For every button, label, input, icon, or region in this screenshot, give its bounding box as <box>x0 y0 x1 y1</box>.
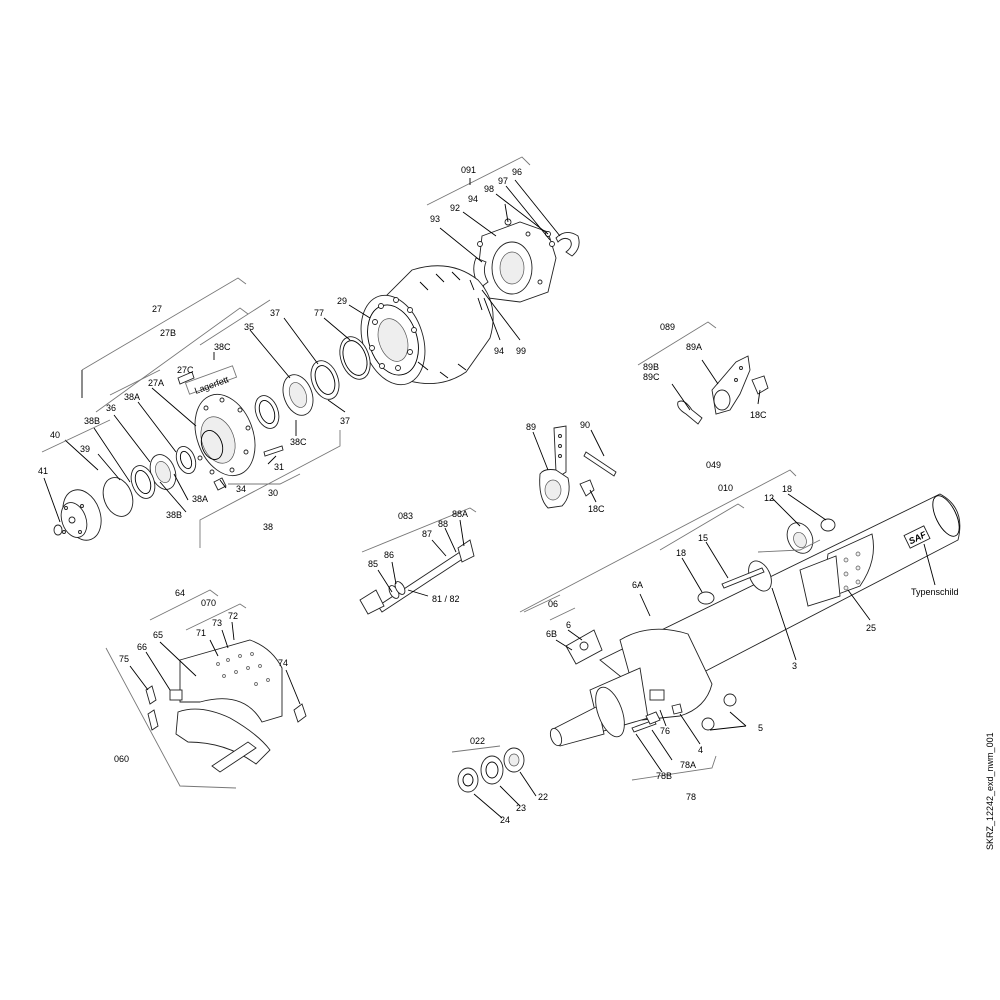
grease-tag <box>184 365 238 395</box>
part-label: 81 / 82 <box>432 594 460 604</box>
leader-lines <box>41 156 936 819</box>
nameplate-label: Typenschild <box>911 587 959 597</box>
part-label: 25 <box>866 623 876 633</box>
part-label: 27A <box>148 378 164 388</box>
part-label: 060 <box>114 754 129 764</box>
camshaft <box>359 539 475 615</box>
part-label: 78A <box>680 760 696 770</box>
part-label: 15 <box>698 533 708 543</box>
part-label: 18C <box>750 410 767 420</box>
part-label: 31 <box>274 462 284 472</box>
part-label: 18C <box>588 504 605 514</box>
part-label: 96 <box>512 167 522 177</box>
part-label: 38C <box>214 342 231 352</box>
slack-adjuster <box>539 425 617 509</box>
part-label: 18 <box>782 484 792 494</box>
part-label: 90 <box>580 420 590 430</box>
part-label: 38B <box>166 510 182 520</box>
part-label: 74 <box>278 658 288 668</box>
part-label: 6A <box>632 580 643 590</box>
part-label: 38 <box>263 522 273 532</box>
part-label: 37 <box>340 416 350 426</box>
part-label: 64 <box>175 588 185 598</box>
part-label: 72 <box>228 611 238 621</box>
part-label: 5 <box>758 723 763 733</box>
part-label: 88 <box>438 519 448 529</box>
axle-spindle <box>549 628 737 747</box>
part-label: 85 <box>368 559 378 569</box>
part-label: 77 <box>314 308 324 318</box>
part-label: 091 <box>461 165 476 175</box>
part-label: 78B <box>656 771 672 781</box>
part-label: 75 <box>119 654 129 664</box>
part-label: 27C <box>177 365 194 375</box>
part-label: 40 <box>50 430 60 440</box>
part-labels: 091 96 97 98 94 92 93 94 99 29 77 37 37 … <box>38 165 876 825</box>
part-label: 30 <box>268 488 278 498</box>
part-label: 010 <box>718 483 733 493</box>
part-label: 92 <box>450 203 460 213</box>
part-label: 38B <box>84 416 100 426</box>
part-label: 76 <box>660 726 670 736</box>
brake-shoes <box>145 639 307 773</box>
part-label: 98 <box>484 184 494 194</box>
part-label: 87 <box>422 529 432 539</box>
grease-label: Lagerfett <box>193 374 230 396</box>
part-label: 22 <box>538 792 548 802</box>
part-label: 73 <box>212 618 222 628</box>
part-label: 37 <box>270 308 280 318</box>
part-label: 93 <box>430 214 440 224</box>
part-label: 3 <box>792 661 797 671</box>
document-id: SKRZ_12242_exd_nwm_001 <box>985 732 995 850</box>
part-label: 38A <box>192 494 208 504</box>
part-label: 89C <box>643 372 660 382</box>
part-label: 71 <box>196 628 206 638</box>
part-label: 022 <box>470 736 485 746</box>
part-label: 38C <box>290 437 307 447</box>
part-label: 12 <box>764 493 774 503</box>
part-label: 083 <box>398 511 413 521</box>
part-label: 049 <box>706 460 721 470</box>
bearings <box>102 446 197 517</box>
hub-cap <box>53 489 102 541</box>
part-label: 29 <box>337 296 347 306</box>
part-label: 36 <box>106 403 116 413</box>
adjuster-bracket <box>677 355 769 425</box>
part-label: 6B <box>546 629 557 639</box>
part-label: 070 <box>201 598 216 608</box>
part-label: 06 <box>548 599 558 609</box>
part-label: 34 <box>236 484 246 494</box>
part-label: 89 <box>526 422 536 432</box>
part-label: 39 <box>80 444 90 454</box>
part-label: 94 <box>494 346 504 356</box>
wheel-hub <box>177 371 284 491</box>
part-label: 89A <box>686 342 702 352</box>
part-label: 089 <box>660 322 675 332</box>
part-label: 35 <box>244 322 254 332</box>
part-label: 88A <box>452 509 468 519</box>
part-label: 6 <box>566 620 571 630</box>
part-label: 99 <box>516 346 526 356</box>
part-label: 78 <box>686 792 696 802</box>
part-label: 97 <box>498 176 508 186</box>
part-label: 27B <box>160 328 176 338</box>
brake-drum <box>360 265 494 386</box>
part-label: 23 <box>516 803 526 813</box>
part-label: 4 <box>698 745 703 755</box>
seal-rings <box>254 336 371 429</box>
axle-nut-set <box>457 747 525 793</box>
part-label: 89B <box>643 362 659 372</box>
part-label: 24 <box>500 815 510 825</box>
part-label: 94 <box>468 194 478 204</box>
brake-shield-assembly <box>473 218 580 303</box>
part-label: 38A <box>124 392 140 402</box>
part-label: 65 <box>153 630 163 640</box>
part-label: 18 <box>676 548 686 558</box>
part-label: 66 <box>137 642 147 652</box>
part-label: 41 <box>38 466 48 476</box>
part-label: 86 <box>384 550 394 560</box>
part-label: 27 <box>152 304 162 314</box>
